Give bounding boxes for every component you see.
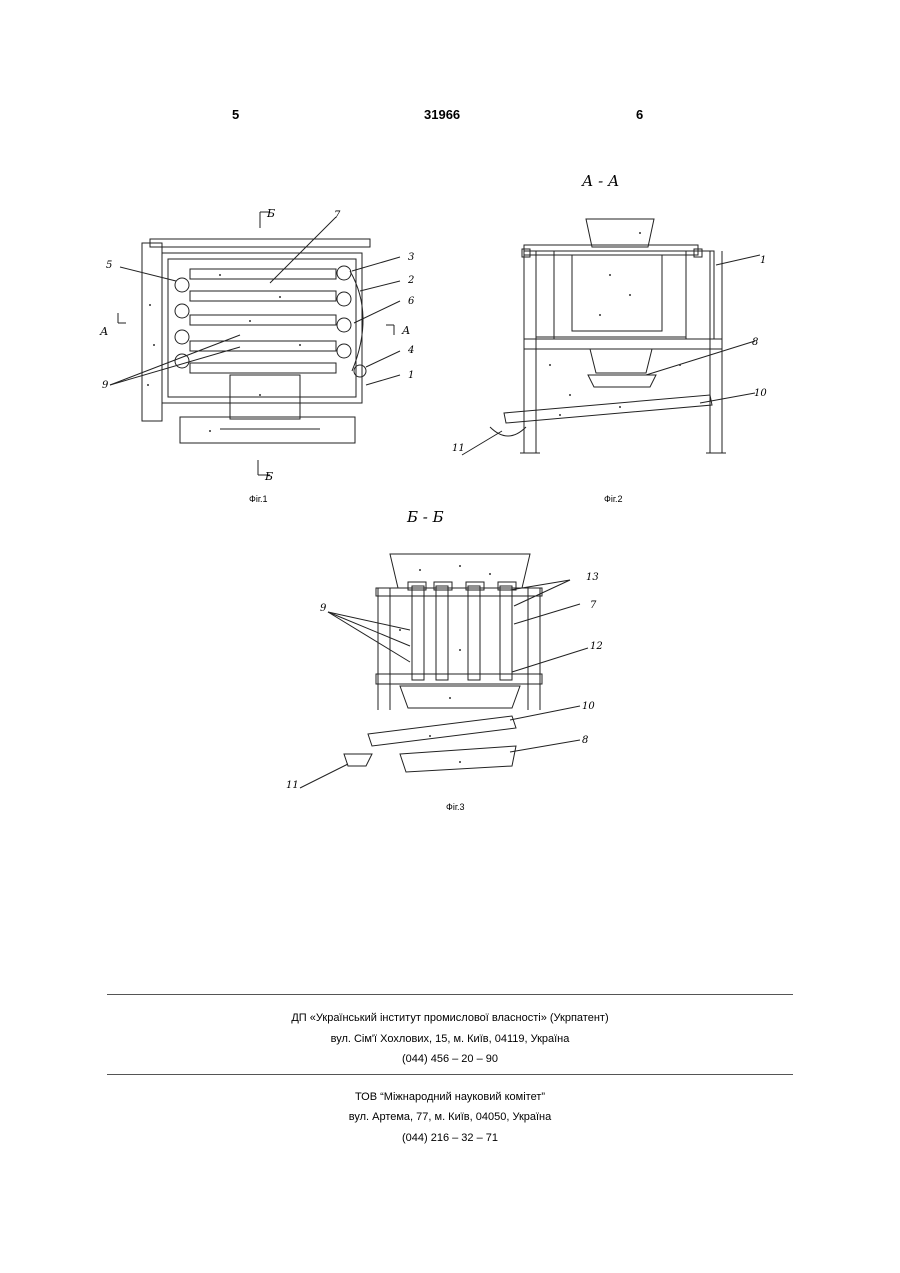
fig1-caption: Фіг.1	[249, 494, 268, 504]
fig1-label-4: 4	[408, 345, 414, 356]
fig1-section-mark-bottom: Б	[265, 470, 273, 483]
fig1-section-mark-top: Б	[267, 207, 275, 220]
footer-phone-1: (044) 456 – 20 – 90	[0, 1053, 900, 1065]
fig3-label-13: 13	[586, 572, 599, 583]
fig2-label-8: 8	[752, 337, 758, 348]
fig1-section-mark-right: А	[402, 324, 410, 337]
fig1-label-3: 3	[408, 252, 414, 263]
page-number-left: 5	[232, 107, 239, 122]
fig3-label-10: 10	[582, 701, 595, 712]
fig2-title: А - А	[582, 172, 619, 190]
footer-phone-2: (044) 216 – 32 – 71	[0, 1132, 900, 1144]
patent-number: 31966	[424, 107, 460, 122]
fig1-label-7: 7	[334, 210, 340, 221]
footer-org-2: ТОВ “Міжнародний науковий комітет”	[0, 1091, 900, 1103]
footer-address-1: вул. Сім'ї Хохлових, 15, м. Київ, 04119,…	[0, 1033, 900, 1045]
figure-1-drawing	[90, 195, 420, 495]
fig3-label-11: 11	[286, 780, 299, 791]
figure-3-drawing	[300, 530, 620, 800]
fig2-caption: Фіг.2	[604, 494, 623, 504]
fig2-label-11: 11	[452, 443, 465, 454]
fig1-label-2: 2	[408, 275, 414, 286]
fig3-label-12: 12	[590, 641, 603, 652]
footer-address-2: вул. Артема, 77, м. Київ, 04050, Україна	[0, 1111, 900, 1123]
footer-divider-middle	[107, 1074, 793, 1075]
fig3-label-9: 9	[320, 603, 326, 614]
fig1-label-1: 1	[408, 370, 414, 381]
fig3-label-7: 7	[590, 600, 596, 611]
fig3-label-8: 8	[582, 735, 588, 746]
fig1-label-5: 5	[106, 260, 112, 271]
page-number-right: 6	[636, 107, 643, 122]
fig3-title: Б - Б	[407, 508, 444, 526]
fig1-label-6: 6	[408, 296, 414, 307]
footer-divider-top	[107, 994, 793, 995]
fig1-section-mark-left: А	[100, 325, 108, 338]
fig3-caption: Фіг.3	[446, 802, 465, 812]
fig2-label-10: 10	[754, 388, 767, 399]
fig2-label-1: 1	[760, 255, 766, 266]
fig1-label-9: 9	[102, 380, 108, 391]
figure-2-drawing	[440, 195, 780, 475]
footer-org-1: ДП «Український інститут промислової вла…	[0, 1012, 900, 1024]
